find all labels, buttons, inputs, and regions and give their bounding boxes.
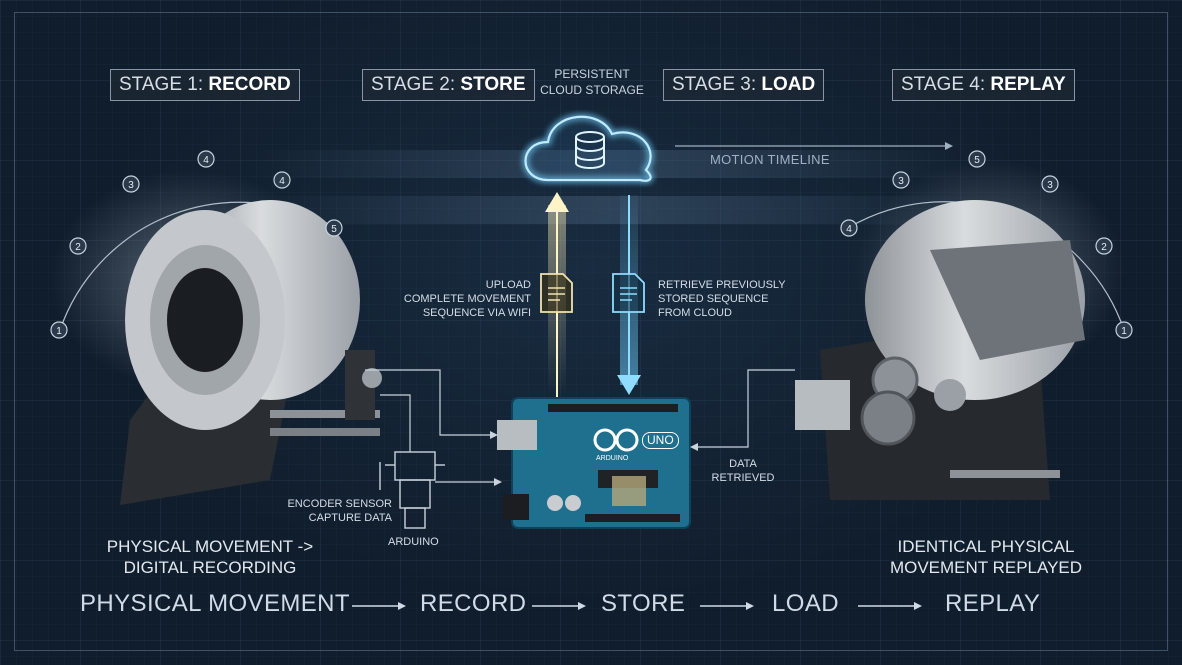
retrieve-arrowhead xyxy=(617,375,641,395)
encoder-sensor-icon xyxy=(379,451,445,529)
left-arc-markers: 1 2 3 4 4 5 xyxy=(50,150,343,339)
connector-arrowhead xyxy=(490,431,498,439)
timeline-band xyxy=(250,196,970,224)
arc-marker xyxy=(1095,237,1113,255)
stage-3-prefix: STAGE 3: xyxy=(672,74,762,95)
cloud-caption-line: PERSISTENT xyxy=(554,67,630,81)
connector-line xyxy=(365,369,495,436)
arc-marker-label: 2 xyxy=(75,242,81,253)
arc-marker xyxy=(69,237,87,255)
stage-2-label: STAGE 2: STORE xyxy=(362,69,535,101)
motion-timeline-label: MOTION TIMELINE xyxy=(710,152,830,167)
arc-marker-label: 5 xyxy=(974,155,980,166)
upload-text: UPLOAD COMPLETE MOVEMENT SEQUENCE VIA WI… xyxy=(396,278,531,320)
data-retrieved-text: DATA RETRIEVED xyxy=(708,457,778,485)
arc-marker xyxy=(1115,321,1133,339)
encoder-sensor-text: ENCODER SENSOR CAPTURE DATA xyxy=(282,497,392,525)
retrieve-text: RETRIEVE PREVIOUSLY STORED SEQUENCE FROM… xyxy=(658,278,798,320)
arc-marker-label: 1 xyxy=(1121,326,1127,337)
cloud-caption-line: CLOUD STORAGE xyxy=(540,83,644,97)
encoder-text-line: ENCODER SENSOR xyxy=(287,498,392,510)
arc-marker xyxy=(122,175,140,193)
stage-1-label: STAGE 1: RECORD xyxy=(110,69,300,101)
stage-2-name: STORE xyxy=(460,74,526,95)
upload-text-line: SEQUENCE VIA WIFI xyxy=(422,307,531,319)
right-caption-line: MOVEMENT REPLAYED xyxy=(889,558,1083,577)
right-caption-line: IDENTICAL PHYSICAL xyxy=(897,537,1075,556)
stage-1-name: RECORD xyxy=(208,74,291,95)
left-caption-line: PHYSICAL MOVEMENT -> xyxy=(106,537,314,556)
stage-3-name: LOAD xyxy=(761,74,816,95)
arc-marker-label: 4 xyxy=(279,176,285,187)
arc-marker-label: 3 xyxy=(128,180,134,191)
arc-marker-label: 4 xyxy=(846,224,852,235)
right-caption: IDENTICAL PHYSICAL MOVEMENT REPLAYED xyxy=(856,536,1116,578)
board-brand: ARDUINO xyxy=(596,455,629,462)
arc-marker xyxy=(968,150,986,168)
flow-step-replay: REPLAY xyxy=(945,590,1041,617)
data-retrieved-line: DATA xyxy=(729,458,757,470)
cloud-icon xyxy=(522,113,654,184)
recording-motor xyxy=(120,200,382,505)
left-caption-line: DIGITAL RECORDING xyxy=(123,558,297,577)
arc-marker-label: 3 xyxy=(1047,180,1053,191)
database-icon xyxy=(575,131,605,169)
stage-3-label: STAGE 3: LOAD xyxy=(663,69,825,101)
connector-line xyxy=(380,394,411,452)
stage-4-prefix: STAGE 4: xyxy=(901,74,991,95)
arc-marker xyxy=(50,321,68,339)
arc-marker xyxy=(1041,175,1059,193)
retrieve-text-line: FROM CLOUD xyxy=(658,307,732,319)
upload-text-line: COMPLETE MOVEMENT xyxy=(403,293,531,305)
data-retrieved-line: RETRIEVED xyxy=(711,472,775,484)
board-uno-badge: UNO xyxy=(642,432,679,449)
arc-marker-label: 5 xyxy=(331,224,337,235)
connector-arrowhead xyxy=(494,478,502,486)
retrieve-text-line: STORED SEQUENCE xyxy=(658,293,769,305)
stage-4-name: REPLAY xyxy=(990,74,1066,95)
arc-marker xyxy=(325,219,343,237)
retrieve-document-icon xyxy=(612,273,645,313)
left-caption: PHYSICAL MOVEMENT -> DIGITAL RECORDING xyxy=(80,536,340,578)
cloud-storage-caption: PERSISTENT CLOUD STORAGE xyxy=(522,66,662,98)
flow-step-store: STORE xyxy=(601,590,686,617)
arc-marker xyxy=(273,171,291,189)
replaying-motor xyxy=(795,200,1085,500)
arc-marker-label: 2 xyxy=(1101,242,1107,253)
connector-line xyxy=(692,369,795,448)
arc-marker xyxy=(197,150,215,168)
arc-marker xyxy=(892,171,910,189)
arc-marker-label: 4 xyxy=(203,155,209,166)
arduino-label: ARDUINO xyxy=(388,536,439,548)
arc-marker xyxy=(840,219,858,237)
flow-step-load: LOAD xyxy=(772,590,839,617)
stage-2-prefix: STAGE 2: xyxy=(371,74,461,95)
timeline-arrowhead xyxy=(945,142,953,150)
upload-arrowhead xyxy=(545,192,569,212)
retrieve-text-line: RETRIEVE PREVIOUSLY xyxy=(658,279,786,291)
border-frame xyxy=(14,12,1168,651)
right-arc-markers: 4 3 5 3 2 1 xyxy=(840,150,1133,339)
upload-document-icon xyxy=(540,273,573,313)
arduino-board xyxy=(497,397,691,529)
flow-step-physical-movement: PHYSICAL MOVEMENT xyxy=(80,590,350,617)
flow-step-record: RECORD xyxy=(420,590,527,617)
encoder-text-line: CAPTURE DATA xyxy=(308,512,392,524)
stage-4-label: STAGE 4: REPLAY xyxy=(892,69,1075,101)
connector-arrowhead xyxy=(690,443,698,451)
stage-1-prefix: STAGE 1: xyxy=(119,74,209,95)
arc-marker-label: 3 xyxy=(898,176,904,187)
arc-marker-label: 1 xyxy=(56,326,62,337)
upload-text-line: UPLOAD xyxy=(485,279,531,291)
flow-arrows xyxy=(352,602,922,610)
